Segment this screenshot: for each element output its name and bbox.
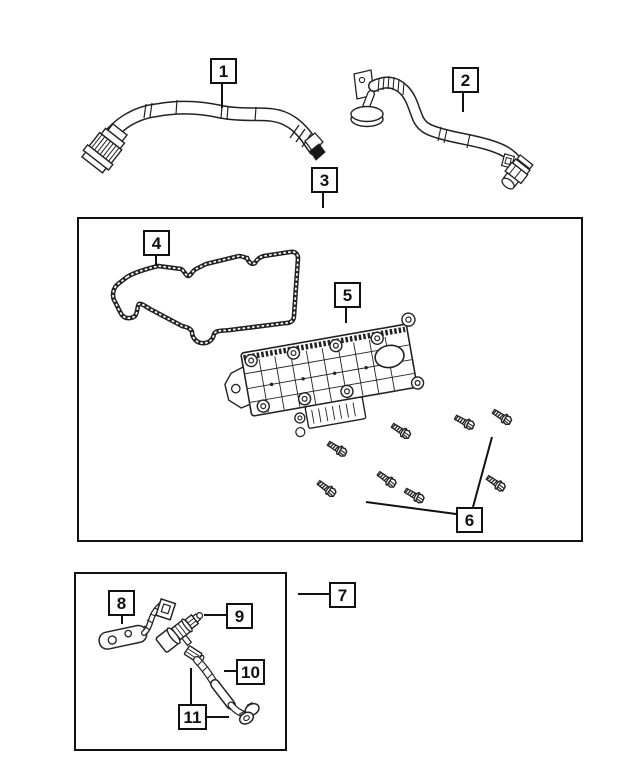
screw-7[interactable] xyxy=(314,477,339,500)
screw-1[interactable] xyxy=(389,420,413,442)
strap-connector xyxy=(154,598,177,621)
bracket-hole-1 xyxy=(107,635,117,645)
sensor-tip xyxy=(196,612,204,620)
part-9-sensor[interactable] xyxy=(155,606,212,658)
bracket-plate xyxy=(98,624,148,650)
hose10-ribs xyxy=(196,660,213,680)
screw-8[interactable] xyxy=(484,472,508,494)
callout-4[interactable]: 4 xyxy=(143,230,170,256)
hose1-body xyxy=(106,102,321,155)
callout-1[interactable]: 1 xyxy=(210,58,237,84)
leader-lines xyxy=(121,83,493,718)
callout-8[interactable]: 8 xyxy=(108,590,135,616)
part-1-hose[interactable] xyxy=(80,99,326,175)
part-2-hose[interactable] xyxy=(350,69,534,193)
hose2-rib-ticks xyxy=(377,75,471,149)
cover-oval-port xyxy=(374,344,405,369)
screw-2[interactable] xyxy=(452,412,477,432)
clamp-loop-inner xyxy=(243,715,250,722)
callout-10[interactable]: 10 xyxy=(236,659,265,685)
hose2-right-connector xyxy=(501,154,534,190)
cover-bottom-protrusion xyxy=(294,396,367,438)
hose2-flange-stem xyxy=(363,91,374,110)
main-assembly-box xyxy=(77,217,583,542)
hose1-right-connector xyxy=(289,124,326,161)
screw-3[interactable] xyxy=(490,406,514,428)
callout-3[interactable]: 3 xyxy=(311,167,338,193)
cover-rivet-dots xyxy=(269,365,368,387)
screw-5[interactable] xyxy=(374,468,399,490)
bracket-hole-2 xyxy=(124,629,133,638)
hose2-body xyxy=(369,78,527,173)
callout-9[interactable]: 9 xyxy=(226,603,253,629)
sensor-assembly-box xyxy=(74,572,287,751)
callout-5[interactable]: 5 xyxy=(334,282,361,308)
cover-left-hole xyxy=(230,383,241,394)
part-4-gasket[interactable] xyxy=(110,249,301,346)
part-8-bracket[interactable] xyxy=(98,598,177,651)
hose2-outline xyxy=(368,76,528,174)
screw-6[interactable] xyxy=(402,485,427,506)
callout-11[interactable]: 11 xyxy=(178,704,207,730)
part-11-clamp[interactable] xyxy=(235,701,263,726)
callout-7[interactable]: 7 xyxy=(329,582,356,608)
cover-bolt-bosses xyxy=(244,312,425,413)
hose2-flange xyxy=(350,105,384,123)
part-10-hose[interactable] xyxy=(183,645,250,719)
clamp-loop-1 xyxy=(238,711,255,725)
callout-2[interactable]: 2 xyxy=(452,67,479,93)
screw-4[interactable] xyxy=(325,438,349,459)
gasket-bead-outer xyxy=(110,249,301,346)
gasket-bead-texture xyxy=(112,250,299,344)
hose2-tab-hole xyxy=(358,76,366,84)
hose1-left-connector xyxy=(80,122,129,174)
part-5-cover-plate[interactable] xyxy=(218,312,431,448)
callout-6[interactable]: 6 xyxy=(456,507,483,533)
